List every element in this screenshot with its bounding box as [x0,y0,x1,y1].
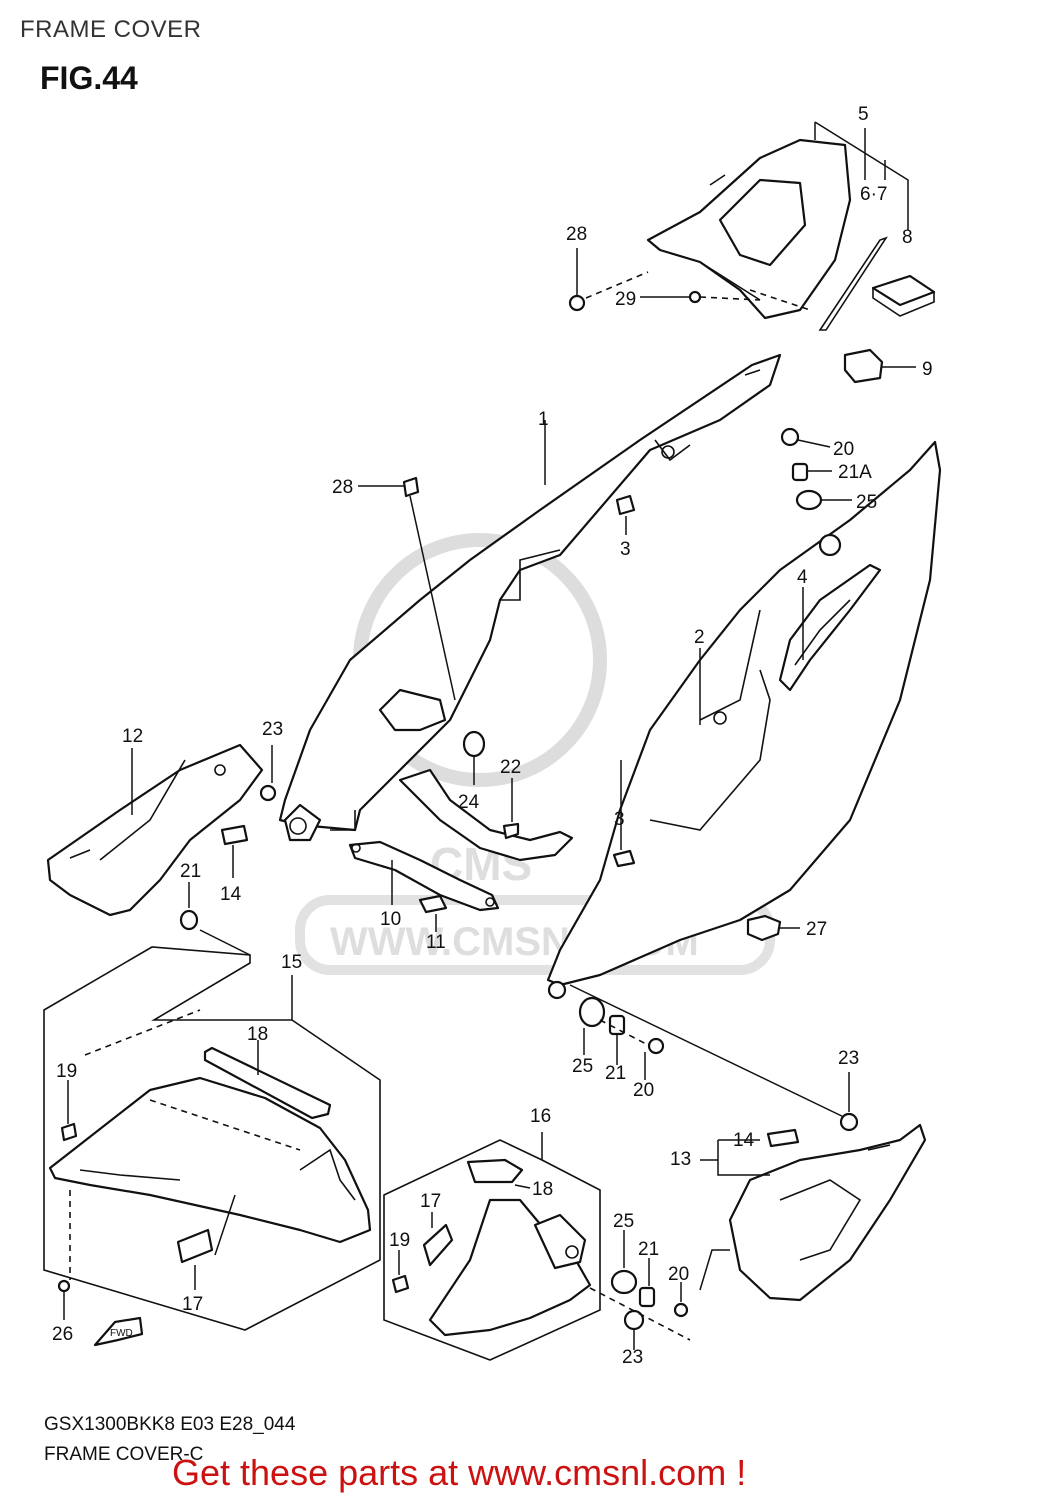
callout-14: 14 [220,884,242,905]
bracket-10 [348,768,574,912]
callout-28: 28 [566,224,587,245]
callout-labels: 5 6·7 8 28 29 9 1 20 21A 25 28 3 4 2 12 … [52,104,933,1368]
screw-22 [502,778,520,840]
callout-26: 26 [52,1324,73,1345]
callout-25: 25 [856,492,877,513]
model-code: GSX1300BKK8 E03 E28_044 [44,1414,296,1435]
pad-11 [418,894,448,932]
callout-23: 23 [262,719,283,740]
grommet-stack-lower [589,1230,691,1350]
callout-12: 12 [122,726,143,747]
callout-8: 8 [902,227,913,248]
callout-13: 13 [670,1149,691,1170]
callout-3: 3 [614,809,625,830]
callout-2: 2 [694,627,705,648]
fwd-arrow: FWD [93,1316,144,1347]
callout-4: 4 [797,567,808,588]
pad-3-upper [615,494,636,535]
callout-20: 20 [833,439,854,460]
callout-17: 17 [182,1294,203,1315]
callout-11: 11 [426,932,446,953]
callout-15: 15 [281,952,302,973]
callout-22: 22 [500,757,521,778]
figure-number: FIG.44 [40,60,138,96]
callout-21: 21 [180,861,201,882]
callout-29: 29 [615,289,636,310]
figure-caption: FRAME COVER-C [44,1444,204,1465]
callout-3: 3 [620,539,631,560]
callout-25: 25 [613,1211,634,1232]
cap-27 [746,914,800,942]
callout-23: 23 [622,1347,643,1368]
grommet-stack-mid [569,984,851,1121]
callout-20: 20 [633,1080,654,1101]
callout-18: 18 [247,1024,268,1045]
frame-cover-2 [546,440,942,1000]
side-cover-13 [699,1072,927,1302]
callout-9: 9 [922,359,933,380]
section-title: FRAME COVER [20,16,202,43]
pad-3-lower [612,760,636,868]
callout-23: 23 [838,1048,859,1069]
callout-21: 21 [605,1063,626,1084]
kit-box-15 [43,946,381,1331]
grommet-stack-upper [780,427,852,511]
callout-17: 17 [420,1191,441,1212]
callout-28: 28 [332,477,353,498]
screw-28-top [568,248,761,312]
callout-1: 1 [538,409,549,430]
callout-19: 19 [389,1230,410,1251]
callout-14: 14 [733,1130,755,1151]
callout-24: 24 [458,792,480,813]
callout-19: 19 [56,1061,77,1082]
rubber-24 [462,730,486,785]
side-cover-12 [46,743,277,917]
clip-9 [843,348,916,384]
promo-link[interactable]: Get these parts at www.cmsnl.com ! [172,1452,747,1493]
screw-28-mid [358,476,456,701]
collar-21-left [179,882,251,956]
callout-6-7: 6·7 [860,184,887,205]
callout-27: 27 [806,919,827,940]
callout-5: 5 [858,104,869,125]
kit-box-16 [383,1132,601,1361]
callout-18: 18 [532,1179,553,1200]
fwd-label: FWD [110,1328,133,1339]
callout-20: 20 [668,1264,689,1285]
frame-cover-1 [278,353,782,842]
callout-21: 21 [638,1239,659,1260]
seat-tail-cover-5 [646,121,936,331]
callout-16: 16 [530,1106,551,1127]
callout-21A: 21A [838,462,872,483]
pad-14-left [220,824,249,878]
callout-10: 10 [380,909,401,930]
callout-25: 25 [572,1056,593,1077]
